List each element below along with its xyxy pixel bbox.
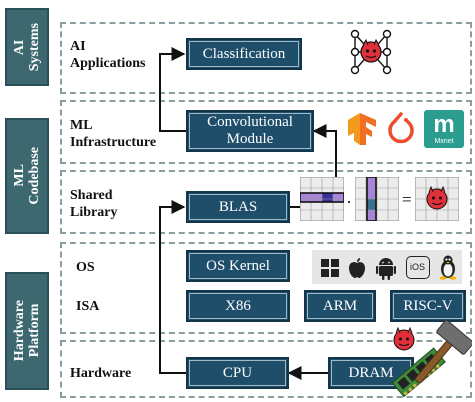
apple-icon xyxy=(349,258,365,278)
side-label-ml-codebase: ML Codebase xyxy=(5,118,49,234)
ios-icon-text: iOS xyxy=(409,262,425,272)
layer-os-isa xyxy=(60,242,472,334)
box-blas: BLAS xyxy=(186,191,290,223)
box-cpu: CPU xyxy=(186,357,289,389)
label-ml-infrastructure: ML Infrastructure xyxy=(70,118,157,150)
box-convolutional-module-text: Convolutional Module xyxy=(207,114,293,147)
label-ai-applications: AI Applications xyxy=(70,39,146,71)
android-icon xyxy=(376,258,396,280)
layer-ai-systems xyxy=(60,22,472,94)
mxnet-logo: m Mxnet xyxy=(424,110,464,148)
box-classification: Classification xyxy=(186,38,302,70)
tensorflow-logo xyxy=(348,113,376,145)
layer-hardware xyxy=(60,340,472,398)
side-label-ai-systems-text: AI Systems xyxy=(12,22,42,72)
box-risc-v: RISC-V xyxy=(390,290,466,322)
layer-shared-library xyxy=(60,170,472,234)
box-os-kernel: OS Kernel xyxy=(186,250,290,282)
faulty-dram-hammer-icon xyxy=(391,319,472,398)
windows-icon xyxy=(321,259,339,277)
box-x86: X86 xyxy=(186,290,290,322)
layer-ml-infrastructure xyxy=(60,100,472,164)
matrix-b-icon xyxy=(355,177,399,221)
matrix-result-icon xyxy=(415,177,459,221)
linux-icon xyxy=(439,255,457,280)
matrix-a-icon xyxy=(300,177,344,221)
label-os: OS xyxy=(76,260,95,275)
matrix-equals-sign: = xyxy=(402,190,412,209)
mxnet-caption: Mxnet xyxy=(434,138,454,145)
box-convolutional-module: Convolutional Module xyxy=(186,110,314,152)
ios-icon: iOS xyxy=(406,256,430,279)
label-isa: ISA xyxy=(76,299,100,314)
pytorch-logo xyxy=(388,112,414,144)
side-label-hardware-platform-text: Hardware Platform xyxy=(12,300,42,362)
label-hardware: Hardware xyxy=(70,366,132,381)
box-arm: ARM xyxy=(304,290,376,322)
side-label-ai-systems: AI Systems xyxy=(5,8,49,86)
matrix-multiply-sign: · xyxy=(346,192,352,212)
label-shared-library: Shared Library xyxy=(70,188,118,220)
side-label-hardware-platform: Hardware Platform xyxy=(5,272,49,390)
mxnet-logo-mark: m xyxy=(433,111,455,138)
faulty-network-icon xyxy=(350,29,392,75)
side-label-ml-codebase-text: ML Codebase xyxy=(12,147,42,205)
